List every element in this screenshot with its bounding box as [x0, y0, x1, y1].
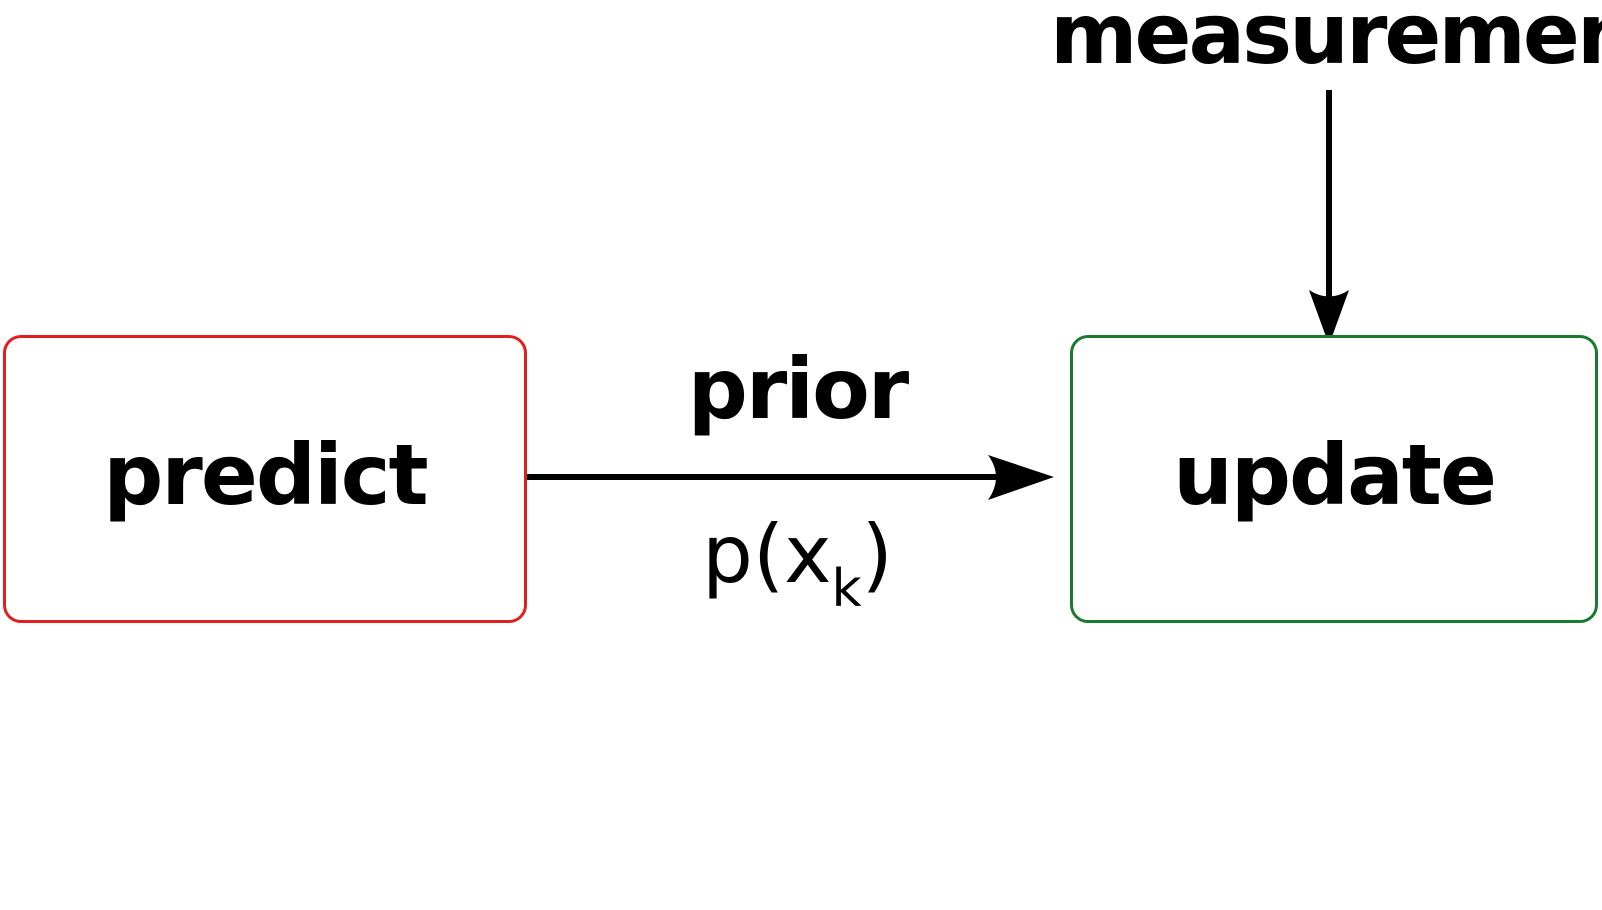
predict-node-label: predict	[103, 426, 428, 524]
prior-arrow-head	[988, 455, 1054, 500]
prior-formula-subscript: k	[831, 559, 862, 619]
prior-formula: p(xk)	[0, 515, 1595, 616]
update-node: update	[1070, 335, 1598, 623]
predict-node: predict	[3, 335, 527, 623]
prior-formula-suffix: )	[861, 508, 893, 601]
prior-formula-prefix: p(x	[702, 508, 832, 601]
measurement-arrow-head	[1309, 290, 1349, 345]
prior-label: prior	[687, 340, 909, 438]
measurement-label: measurement	[1050, 0, 1602, 83]
update-node-label: update	[1173, 426, 1497, 524]
